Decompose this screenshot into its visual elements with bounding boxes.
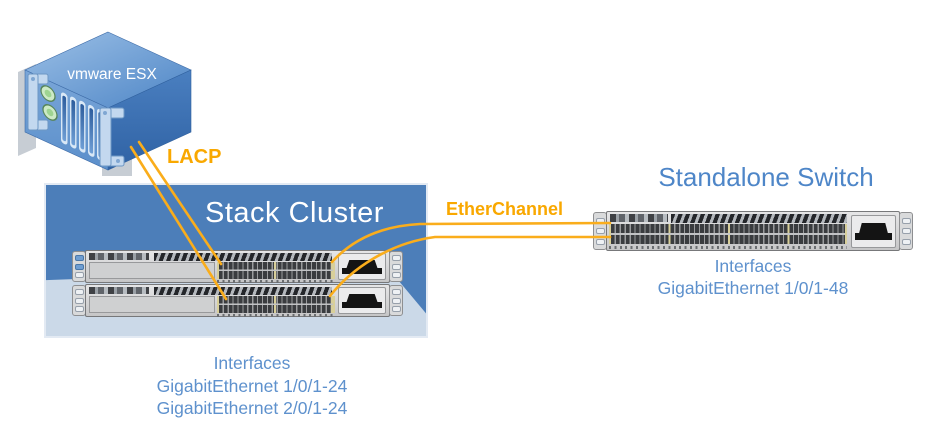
switch-vents [671,214,847,223]
stack-switch-2-icon [72,284,403,317]
server-rack-ear-right [99,107,125,167]
switch-blank-panel [89,296,215,313]
server-rack-ear-left [27,73,49,131]
switch-chassis [606,211,900,251]
switch-label-strip [89,287,149,294]
etherchannel-label: EtherChannel [446,199,564,219]
standalone-interfaces-heading: Interfaces [714,256,792,276]
switch-uplink-module [338,253,386,280]
switch-chassis [85,284,390,317]
stack-interfaces-line-1: GigabitEthernet 1/0/1-24 [156,375,348,396]
switch-led-row [217,280,335,283]
rack-ear-icon [72,285,86,316]
esx-server-icon: vmware ESX [18,31,192,176]
switch-label-strip [89,253,149,260]
standalone-interfaces-caption: Interfaces GigabitEthernet 1/0/1-48 [603,255,903,299]
rack-ear-icon [593,212,607,250]
standalone-switch-icon [593,211,913,251]
switch-led-row [609,246,847,249]
stack-interfaces-heading: Interfaces [213,353,291,373]
switch-port-bank [609,224,847,244]
standalone-switch-title: Standalone Switch [658,162,874,192]
switch-led-row [217,314,335,317]
rack-ear-icon [72,251,86,282]
rack-ear-icon [389,251,403,282]
stack-interfaces-caption: Interfaces GigabitEthernet 1/0/1-24 Giga… [102,352,402,420]
stack-switch-1-icon [72,250,403,283]
drive-bay-slots [61,92,104,161]
switch-chassis [85,250,390,283]
power-led-icon [40,85,58,121]
switch-uplink-module [851,215,896,248]
rack-ear-icon [389,285,403,316]
switch-label-strip [610,214,668,222]
lacp-label: LACP [167,146,222,168]
switch-vents [154,287,332,295]
stack-interfaces-line-2: GigabitEthernet 2/0/1-24 [156,398,348,418]
server-label: vmware ESX [67,66,157,83]
rack-ear-icon [899,212,913,250]
switch-vents [154,253,332,261]
switch-port-bank [217,262,335,279]
switch-port-bank [217,296,335,313]
stack-cluster-title: Stack Cluster [205,197,384,229]
switch-blank-panel [89,262,215,279]
switch-uplink-module [338,287,386,314]
standalone-interfaces-line-1: GigabitEthernet 1/0/1-48 [657,278,849,298]
